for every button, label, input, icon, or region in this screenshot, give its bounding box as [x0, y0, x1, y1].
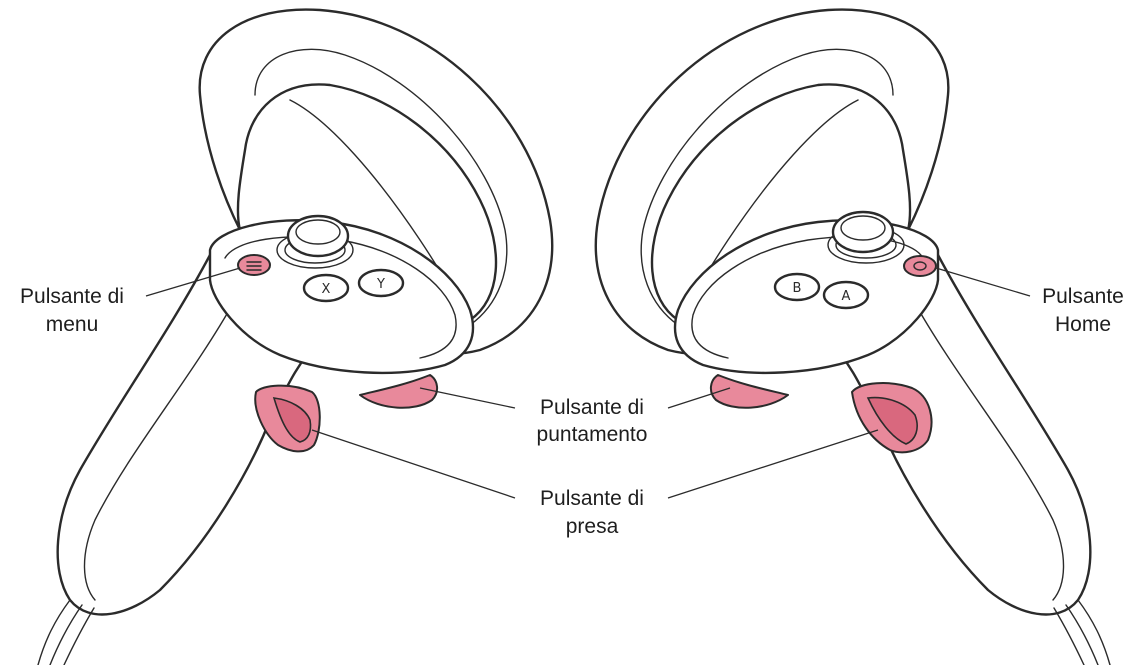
trigger-label-line2: puntamento: [537, 423, 648, 446]
home-label-line2: Home: [1055, 313, 1111, 336]
left-menu-button: [238, 255, 270, 275]
right-grip: [852, 383, 931, 452]
grip-label-line1: Pulsante di: [540, 487, 644, 510]
callout-trigger: Pulsante di puntamento: [537, 396, 648, 446]
right-a-button: A: [824, 282, 868, 308]
right-home-button: [904, 256, 936, 276]
right-controller: B A: [596, 10, 1110, 665]
b-button-label: B: [793, 281, 802, 296]
a-button-label: A: [842, 289, 851, 304]
grip-leader-right: [668, 430, 878, 498]
y-button-label: Y: [376, 277, 385, 292]
menu-label-line1: Pulsante di: [20, 285, 124, 308]
x-button-label: X: [322, 282, 331, 297]
left-y-button: Y: [359, 270, 403, 296]
left-grip: [255, 386, 320, 452]
grip-label-line2: presa: [566, 515, 619, 538]
left-trigger: [360, 375, 437, 408]
callout-grip: Pulsante di presa: [540, 487, 644, 538]
grip-leader-left: [312, 430, 515, 498]
callout-home: Pulsante Home: [1042, 285, 1124, 336]
home-label-line1: Pulsante: [1042, 285, 1124, 308]
trigger-label-line1: Pulsante di: [540, 396, 644, 419]
right-trigger: [711, 375, 788, 408]
right-b-button: B: [775, 274, 819, 300]
callout-menu: Pulsante di menu: [20, 285, 124, 336]
menu-label-line2: menu: [46, 313, 99, 336]
left-controller: X Y: [38, 10, 552, 665]
left-x-button: X: [304, 275, 348, 301]
